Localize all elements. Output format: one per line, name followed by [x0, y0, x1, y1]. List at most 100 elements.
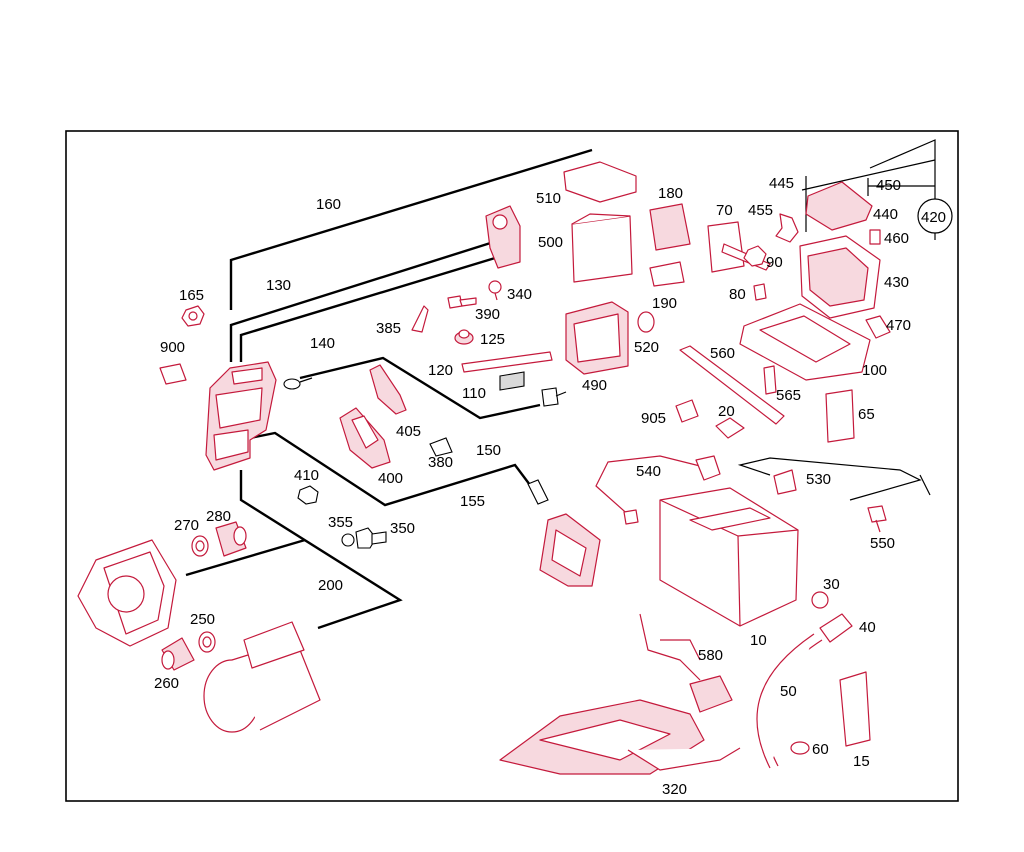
part-455-wrench [775, 213, 799, 243]
part-50-hose [756, 633, 823, 769]
part-270-grommet [191, 535, 209, 557]
part-110-block [499, 371, 525, 391]
part-355-washer [341, 533, 355, 547]
part-190-bracket [649, 261, 685, 287]
part-560-rail [679, 345, 785, 425]
label-50: 50 [780, 683, 797, 700]
label-405: 405 [396, 423, 421, 440]
label-40: 40 [859, 619, 876, 636]
label-130: 130 [266, 277, 291, 294]
part-280-sleeve [215, 521, 247, 557]
part-410-nut [297, 485, 319, 505]
label-510: 510 [536, 190, 561, 207]
part-165-nut [181, 305, 205, 327]
label-150: 150 [476, 442, 501, 459]
callout-420-circle [917, 198, 953, 234]
part-470-clip [865, 315, 891, 339]
label-30: 30 [823, 576, 840, 593]
part-565-bolt [763, 365, 777, 395]
label-65: 65 [858, 406, 875, 423]
label-10: 10 [750, 632, 767, 649]
part-control-unit [539, 513, 601, 587]
label-530: 530 [806, 471, 831, 488]
part-500-battery [571, 213, 633, 283]
part-490-unit [565, 301, 629, 375]
label-200: 200 [318, 577, 343, 594]
diagram-frame [65, 130, 959, 802]
part-fuse-box [205, 361, 277, 471]
label-390: 390 [475, 306, 500, 323]
part-905-tag [675, 399, 699, 423]
label-450: 450 [876, 177, 901, 194]
part-125-nut [454, 329, 474, 345]
label-385: 385 [376, 320, 401, 337]
label-190: 190 [652, 295, 677, 312]
cable-lines [185, 139, 936, 630]
label-440: 440 [873, 206, 898, 223]
label-165: 165 [179, 287, 204, 304]
label-520: 520 [634, 339, 659, 356]
label-155: 155 [460, 493, 485, 510]
part-15-cover [839, 671, 871, 747]
part-terminal-lug [283, 377, 313, 390]
part-relay-holder [485, 205, 521, 269]
label-160: 160 [316, 196, 341, 213]
label-550: 550 [870, 535, 895, 552]
label-490: 490 [582, 377, 607, 394]
label-250: 250 [190, 611, 215, 628]
part-180-block [649, 203, 691, 251]
label-565: 565 [776, 387, 801, 404]
part-520-washer [637, 311, 655, 333]
label-430: 430 [884, 274, 909, 291]
label-455: 455 [748, 202, 773, 219]
label-20: 20 [718, 403, 735, 420]
part-385-bracket [411, 305, 429, 333]
part-320-cable [627, 747, 741, 771]
label-140: 140 [310, 335, 335, 352]
label-15: 15 [853, 753, 870, 770]
label-420: 420 [921, 209, 946, 226]
part-380-clip [429, 437, 453, 457]
label-460: 460 [884, 230, 909, 247]
part-440-cover [805, 181, 873, 231]
part-100-tray [739, 303, 871, 381]
part-550-bolt [867, 505, 887, 533]
label-260: 260 [154, 675, 179, 692]
part-430-fuse-box [799, 235, 881, 319]
label-400: 400 [378, 470, 403, 487]
part-350-bolt [355, 527, 387, 549]
part-120-strip [461, 351, 553, 373]
part-number-labels: 160 165 130 140 900 385 390 125 340 120 … [154, 175, 946, 798]
label-340: 340 [507, 286, 532, 303]
part-40-elbow [819, 613, 853, 643]
label-445: 445 [769, 175, 794, 192]
label-470: 470 [886, 317, 911, 334]
part-580-module [639, 613, 733, 713]
label-70: 70 [716, 202, 733, 219]
label-580: 580 [698, 647, 723, 664]
label-500: 500 [538, 234, 563, 251]
label-380: 380 [428, 454, 453, 471]
label-60: 60 [812, 741, 829, 758]
label-350: 350 [390, 520, 415, 537]
part-405-bracket [369, 364, 407, 415]
part-20-plate [715, 417, 745, 439]
label-900: 900 [160, 339, 185, 356]
label-905: 905 [641, 410, 666, 427]
part-155-connector [527, 479, 549, 505]
label-560: 560 [710, 345, 735, 362]
part-10-battery [659, 487, 799, 627]
part-530-connector [773, 469, 797, 495]
label-270: 270 [174, 517, 199, 534]
label-110: 110 [462, 385, 486, 402]
part-80-bolt [753, 283, 767, 301]
label-410: 410 [294, 467, 319, 484]
part-150-connector [541, 387, 567, 407]
part-900-tag [159, 363, 187, 385]
label-280: 280 [206, 508, 231, 525]
label-80: 80 [729, 286, 746, 303]
part-260-grommet [161, 637, 195, 671]
part-540-cable [595, 455, 721, 525]
label-355: 355 [328, 514, 353, 531]
label-320: 320 [662, 781, 687, 798]
